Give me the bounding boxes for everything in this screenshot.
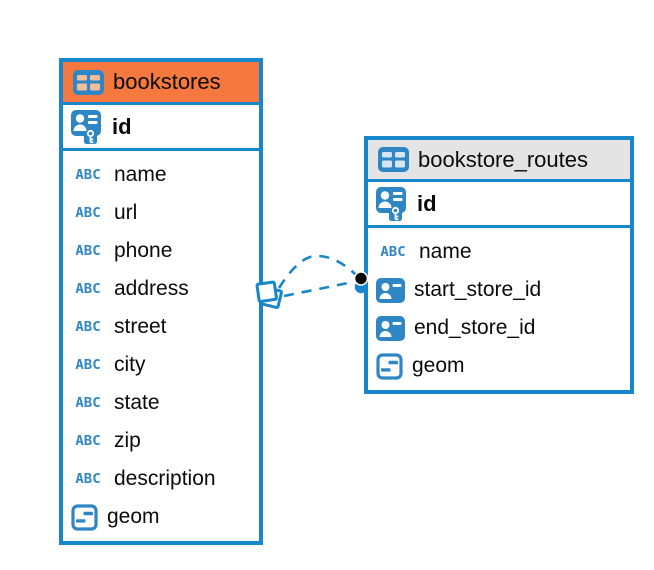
field-label: geom	[107, 505, 160, 528]
field-label: description	[114, 467, 216, 490]
field-row[interactable]: ABC end_store_id	[368, 309, 630, 347]
field-label: start_store_id	[414, 278, 542, 301]
geometry-type-icon	[71, 503, 98, 531]
field-label: name	[114, 163, 167, 186]
field-row[interactable]: ABC start_store_id	[368, 271, 630, 309]
field-label: zip	[114, 429, 141, 452]
table-header[interactable]: bookstores	[63, 62, 259, 105]
text-type-icon: ABC	[75, 205, 101, 221]
primary-key-icon	[375, 186, 408, 222]
table-card-bookstores[interactable]: bookstores id ABC	[59, 58, 263, 545]
primary-key-label: id	[417, 190, 437, 216]
geometry-type-icon	[376, 352, 403, 380]
relationship-line[interactable]	[283, 280, 354, 298]
table-card-bookstore-routes[interactable]: bookstore_routes id ABC	[364, 136, 634, 394]
relationship-line[interactable]	[277, 254, 357, 289]
field-row[interactable]: ABC city	[63, 346, 259, 384]
primary-key-row[interactable]: id	[63, 105, 259, 151]
primary-key-icon	[70, 109, 103, 145]
field-label: geom	[412, 354, 465, 377]
table-icon	[378, 147, 409, 172]
field-label: name	[419, 240, 472, 263]
field-row[interactable]: ABC geom	[63, 498, 259, 536]
field-label: url	[114, 201, 138, 224]
reference-type-icon	[376, 315, 405, 341]
table-header[interactable]: bookstore_routes	[368, 140, 630, 182]
table-title: bookstore_routes	[418, 146, 588, 172]
text-type-icon: ABC	[75, 471, 101, 487]
field-label: phone	[114, 239, 173, 262]
text-type-icon: ABC	[75, 167, 101, 183]
field-row[interactable]: ABC state	[63, 384, 259, 422]
table-title: bookstores	[113, 69, 221, 94]
field-row[interactable]: ABC phone	[63, 232, 259, 270]
text-type-icon: ABC	[75, 395, 101, 411]
field-row[interactable]: ABC geom	[368, 347, 630, 385]
text-type-icon: ABC	[75, 281, 101, 297]
text-type-icon: ABC	[75, 319, 101, 335]
reference-type-icon	[376, 277, 405, 303]
field-row[interactable]: ABC description	[63, 460, 259, 498]
field-row[interactable]: ABC zip	[63, 422, 259, 460]
text-type-icon: ABC	[75, 433, 101, 449]
primary-key-label: id	[112, 113, 132, 139]
field-list: ABC name ABC	[63, 151, 259, 541]
field-label: city	[114, 353, 146, 376]
text-type-icon: ABC	[75, 357, 101, 373]
field-label: state	[114, 391, 160, 414]
field-label: end_store_id	[414, 316, 536, 339]
field-list: ABC name ABC	[368, 228, 630, 390]
field-row[interactable]: ABC address	[63, 270, 259, 308]
text-type-icon: ABC	[75, 243, 101, 259]
field-row[interactable]: ABC street	[63, 308, 259, 346]
primary-key-row[interactable]: id	[368, 182, 630, 228]
field-label: street	[114, 315, 167, 338]
field-label: address	[114, 277, 189, 300]
field-row[interactable]: ABC name	[368, 233, 630, 271]
text-type-icon: ABC	[380, 244, 406, 260]
table-icon	[73, 69, 104, 95]
field-row[interactable]: ABC url	[63, 194, 259, 232]
field-row[interactable]: ABC name	[63, 156, 259, 194]
